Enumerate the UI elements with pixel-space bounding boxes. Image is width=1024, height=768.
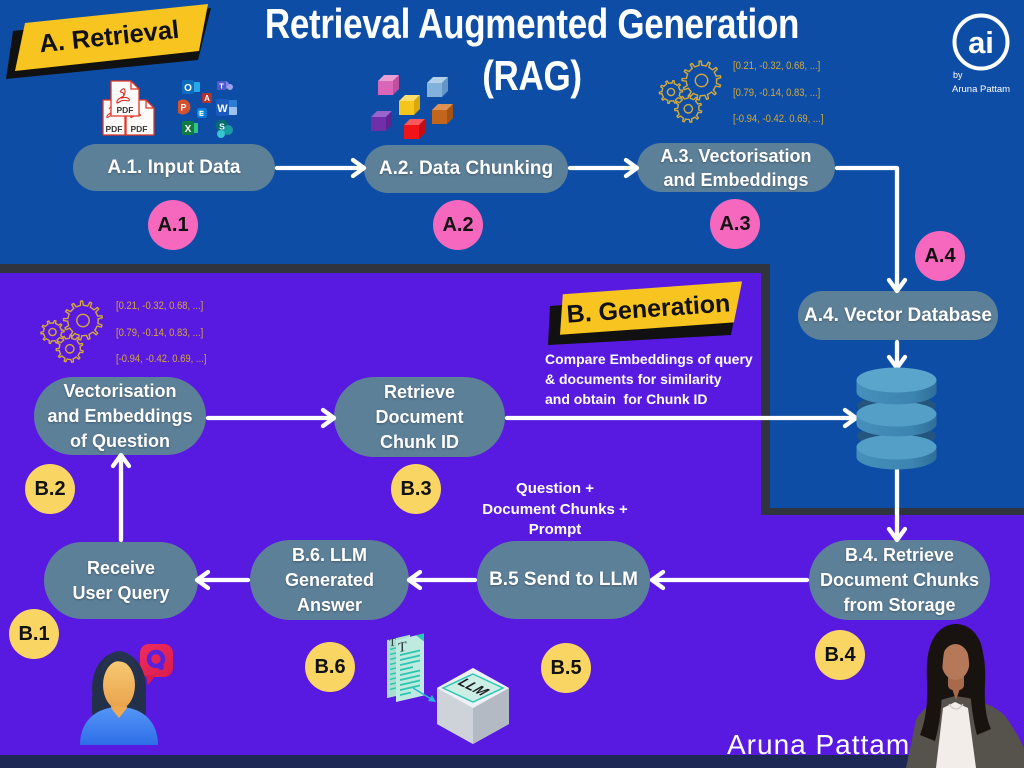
svg-text:T: T bbox=[398, 639, 407, 657]
svg-text:X: X bbox=[185, 124, 192, 135]
svg-text:A: A bbox=[204, 94, 210, 103]
svg-text:S: S bbox=[219, 122, 225, 132]
svg-text:Aruna Pattam: Aruna Pattam bbox=[952, 84, 1010, 95]
svg-text:O: O bbox=[184, 83, 192, 94]
svg-text:W: W bbox=[217, 103, 228, 115]
svg-text:ai: ai bbox=[968, 25, 994, 60]
svg-text:T: T bbox=[389, 636, 396, 649]
svg-text:PDF: PDF bbox=[106, 124, 123, 134]
svg-text:by: by bbox=[953, 70, 963, 80]
svg-text:PDF: PDF bbox=[117, 105, 134, 115]
svg-text:P: P bbox=[180, 103, 186, 113]
svg-text:T: T bbox=[219, 82, 224, 91]
svg-text:PDF: PDF bbox=[131, 124, 148, 134]
svg-text:E: E bbox=[199, 111, 204, 118]
